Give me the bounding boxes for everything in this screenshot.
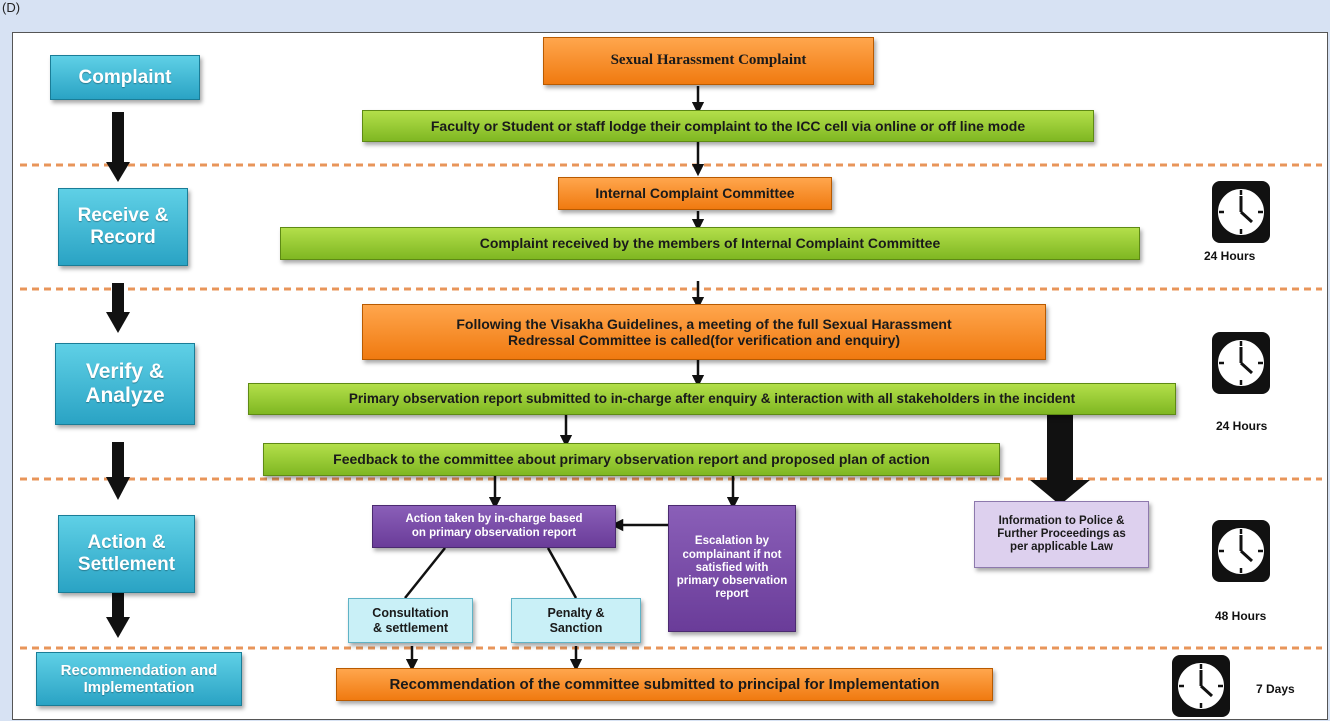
stage-receive-record: Receive & Record: [58, 188, 188, 266]
stage-action-settlement: Action & Settlement: [58, 515, 195, 593]
recommendation-box: Recommendation of the committee submitte…: [336, 668, 993, 701]
stage-verify-analyze: Verify & Analyze: [55, 343, 195, 425]
police-information-box: Information to Police & Further Proceedi…: [974, 501, 1149, 568]
internal-complaint-committee-box: Internal Complaint Committee: [558, 177, 832, 210]
penalty-sanction-box: Penalty & Sanction: [511, 598, 641, 643]
duration-action: 48 Hours: [1215, 609, 1267, 623]
lodge-complaint-box: Faculty or Student or staff lodge their …: [362, 110, 1094, 142]
duration-receive: 24 Hours: [1204, 249, 1256, 263]
complaint-received-box: Complaint received by the members of Int…: [280, 227, 1140, 260]
feedback-box: Feedback to the committee about primary …: [263, 443, 1000, 476]
visakha-guidelines-box: Following the Visakha Guidelines, a meet…: [362, 304, 1046, 360]
primary-observation-report-box: Primary observation report submitted to …: [248, 383, 1176, 415]
stage-complaint: Complaint: [50, 55, 200, 100]
action-taken-box: Action taken by in-charge based on prima…: [372, 505, 616, 548]
consultation-settlement-box: Consultation & settlement: [348, 598, 473, 643]
escalation-box: Escalation by complainant if not satisfi…: [668, 505, 796, 632]
duration-verify: 24 Hours: [1216, 419, 1268, 433]
sexual-harassment-complaint-box: Sexual Harassment Complaint: [543, 37, 874, 85]
duration-recommend: 7 Days: [1256, 682, 1295, 696]
stage-recommendation-implementation: Recommendation and Implementation: [36, 652, 242, 706]
corner-label: (D): [2, 0, 21, 15]
